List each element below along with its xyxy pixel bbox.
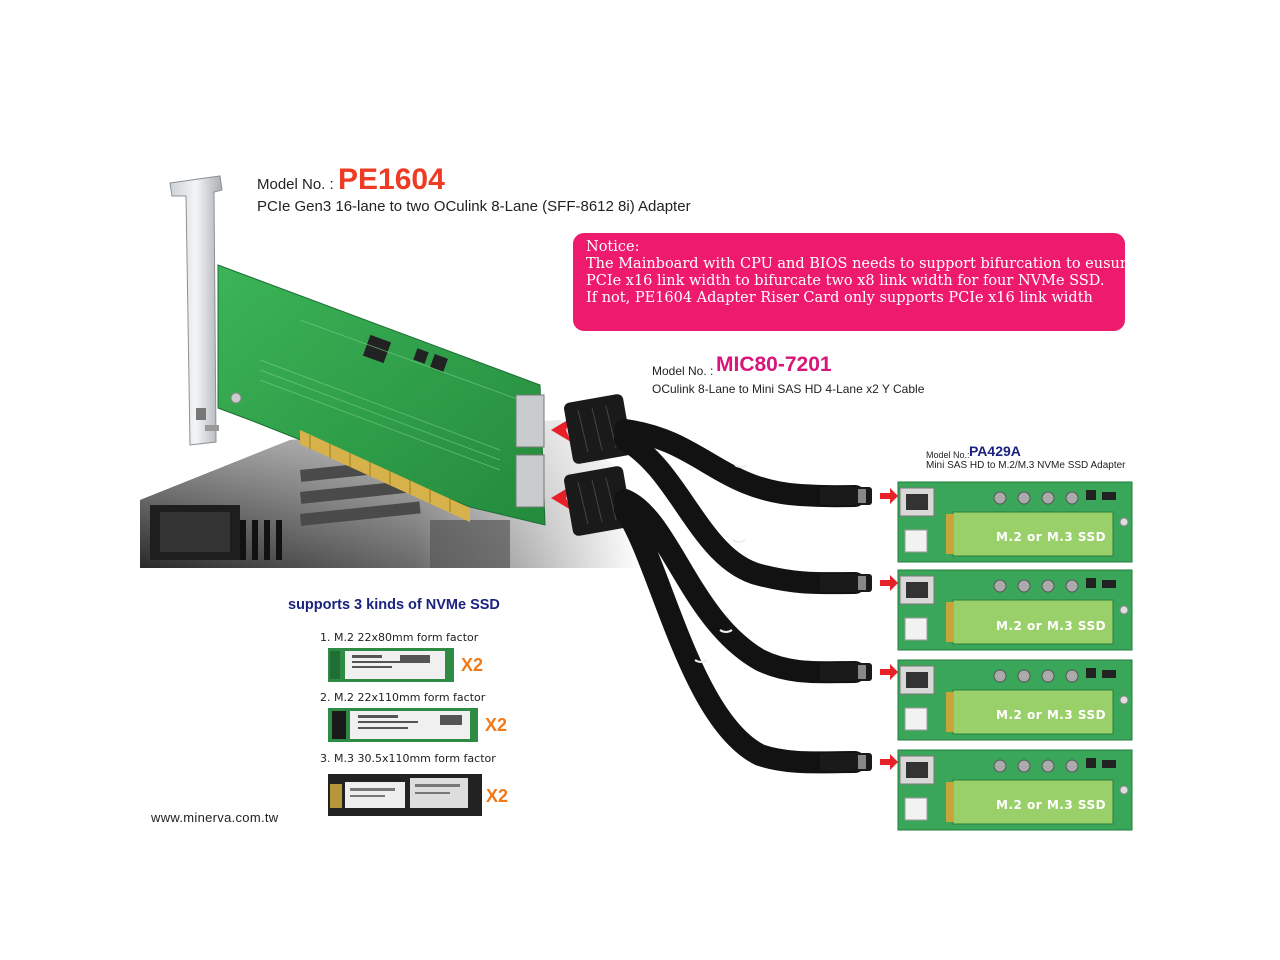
ssd-m2-2280-image xyxy=(328,648,454,682)
ssd-m2-22110-image xyxy=(328,708,478,742)
pci-bracket xyxy=(169,175,223,446)
website-url: www.minerva.com.tw xyxy=(151,810,279,825)
mic80-model-label: Model No. : xyxy=(652,364,714,378)
pe1604-description: PCIe Gen3 16-lane to two OCulink 8-Lane … xyxy=(257,198,691,215)
notice-line: The Mainboard with CPU and BIOS needs to… xyxy=(586,256,1136,272)
mini-sas-plugs xyxy=(820,487,872,771)
mic80-model-number: MIC80-7201 xyxy=(716,353,832,376)
pa429a-board xyxy=(897,749,1133,831)
board-ssd-label: M.2 or M.3 SSD xyxy=(996,708,1107,722)
pa429a-board xyxy=(897,481,1133,563)
form-factor-label: 3. M.3 30.5x110mm form factor xyxy=(320,752,496,765)
notice-box: Notice: The Mainboard with CPU and BIOS … xyxy=(573,233,1136,331)
ssd-m3-image xyxy=(328,774,482,816)
quantity-label: X2 xyxy=(486,786,509,806)
mic80-description: OCulink 8-Lane to Mini SAS HD 4-Lane x2 … xyxy=(652,382,925,396)
pe1604-model-label: Model No. : xyxy=(257,176,334,193)
oculink-plugs xyxy=(564,394,632,536)
quantity-label: X2 xyxy=(485,715,508,735)
pa429a-boards xyxy=(897,481,1133,831)
pe1604-model-number: PE1604 xyxy=(338,163,445,196)
y-cables xyxy=(614,419,866,774)
form-factor-label: 2. M.2 22x110mm form factor xyxy=(320,691,486,704)
pa429a-board xyxy=(897,569,1133,651)
adapter-arrows xyxy=(880,488,898,770)
pa429a-board xyxy=(897,659,1133,741)
board-ssd-label: M.2 or M.3 SSD xyxy=(996,798,1107,812)
pa429a-description: Mini SAS HD to M.2/M.3 NVMe SSD Adapter xyxy=(926,460,1126,471)
form-factor-label: 1. M.2 22x80mm form factor xyxy=(320,631,479,644)
notice-line: PCIe x16 link width to bifurcate two x8 … xyxy=(586,273,1105,289)
pa429a-model-label: Model No.: xyxy=(926,450,970,460)
board-ssd-label: M.2 or M.3 SSD xyxy=(996,619,1107,633)
quantity-label: X2 xyxy=(461,655,484,675)
ssd-support-title: supports 3 kinds of NVMe SSD xyxy=(288,597,500,613)
cable-break-marks xyxy=(694,464,748,663)
pa429a-model-number: PA429A xyxy=(969,443,1021,459)
pe1604-card xyxy=(217,264,546,526)
notice-line: If not, PE1604 Adapter Riser Card only s… xyxy=(586,290,1093,306)
board-ssd-label: M.2 or M.3 SSD xyxy=(996,530,1107,544)
notice-title: Notice: xyxy=(586,239,640,255)
